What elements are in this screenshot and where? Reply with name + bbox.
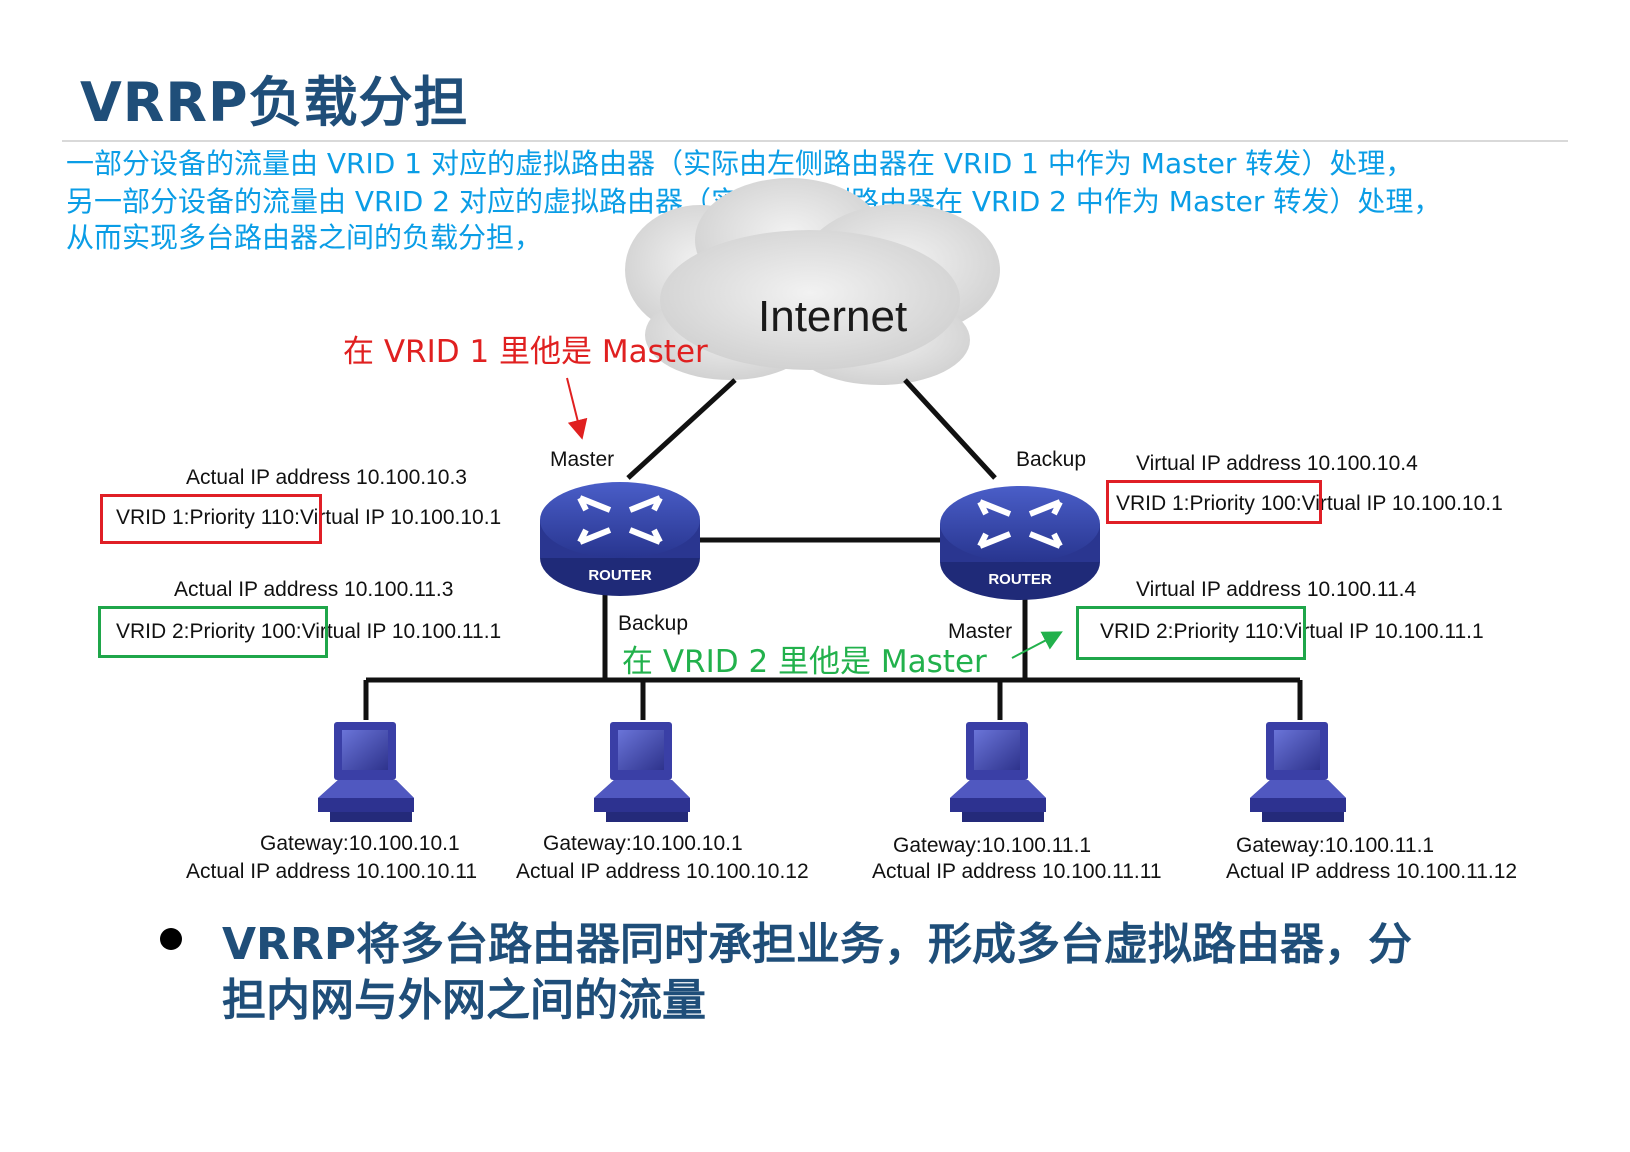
right-router-role-bottom: Master [948, 620, 1013, 643]
red-annotation-note: 在 VRID 1 里他是 Master [343, 334, 708, 370]
internet-label: Internet [758, 292, 908, 341]
host-3-actual-ip: Actual IP address 10.100.11.11 [872, 860, 1162, 883]
right-vrid2-highlight-box [1076, 606, 1306, 660]
left-vrid2-highlight-box [98, 606, 328, 658]
red-annotation-arrow [566, 377, 588, 440]
left-router-role-bottom: Backup [618, 612, 689, 635]
host-2-gateway: Gateway:10.100.10.1 [543, 832, 743, 855]
left-router-role-top: Master [550, 448, 615, 471]
host-2-icon [594, 722, 690, 822]
internet-cloud [625, 178, 1000, 385]
right-virtual-ip-1: Virtual IP address 10.100.10.4 [1136, 452, 1418, 475]
left-actual-ip-2: Actual IP address 10.100.11.3 [174, 578, 454, 601]
left-router-label: ROUTER [588, 567, 652, 584]
bullet-text-line-2: 担内网与外网之间的流量 [222, 975, 706, 1026]
network-links [363, 378, 1303, 720]
left-router-icon: ROUTER [540, 482, 700, 596]
right-router-label: ROUTER [988, 571, 1052, 588]
host-1-actual-ip: Actual IP address 10.100.10.11 [186, 860, 478, 883]
intro-line-1: 一部分设备的流量由 VRID 1 对应的虚拟路由器（实际由左侧路由器在 VRID… [66, 147, 1414, 180]
right-vrid1-highlight-box [1106, 480, 1322, 524]
left-vrid1-highlight-box [100, 494, 322, 544]
host-1-gateway: Gateway:10.100.10.1 [260, 832, 460, 855]
intro-line-3: 从而实现多台路由器之间的负载分担， [66, 221, 543, 254]
host-4-gateway: Gateway:10.100.11.1 [1236, 834, 1435, 857]
left-actual-ip-1: Actual IP address 10.100.10.3 [186, 466, 467, 489]
host-3-gateway: Gateway:10.100.11.1 [893, 834, 1092, 857]
right-vrid2-line: VRID 2:Priority 110:Virtual IP 10.100.11… [1100, 620, 1484, 643]
right-vrid1-line: VRID 1:Priority 100:Virtual IP 10.100.10… [1116, 492, 1503, 515]
left-vrid2-line: VRID 2:Priority 100:Virtual IP 10.100.11… [116, 620, 502, 643]
bullet-text-line-1: VRRP将多台路由器同时承担业务，形成多台虚拟路由器，分 [222, 919, 1413, 970]
host-1-icon [318, 722, 414, 822]
green-annotation-arrow [1011, 631, 1063, 659]
title-divider [62, 140, 1568, 142]
right-router-icon: ROUTER [940, 486, 1100, 600]
host-4-actual-ip: Actual IP address 10.100.11.12 [1226, 860, 1518, 883]
left-vrid1-line: VRID 1:Priority 110:Virtual IP 10.100.10… [116, 506, 502, 529]
host-3-icon [950, 722, 1046, 822]
slide-title: VRRP负载分担 [80, 71, 469, 134]
green-annotation-note: 在 VRID 2 里他是 Master [622, 644, 987, 680]
right-virtual-ip-2: Virtual IP address 10.100.11.4 [1136, 578, 1417, 601]
host-4-icon [1250, 722, 1346, 822]
host-2-actual-ip: Actual IP address 10.100.10.12 [516, 860, 809, 883]
bullet-dot [160, 928, 182, 950]
right-router-role-top: Backup [1016, 448, 1087, 471]
